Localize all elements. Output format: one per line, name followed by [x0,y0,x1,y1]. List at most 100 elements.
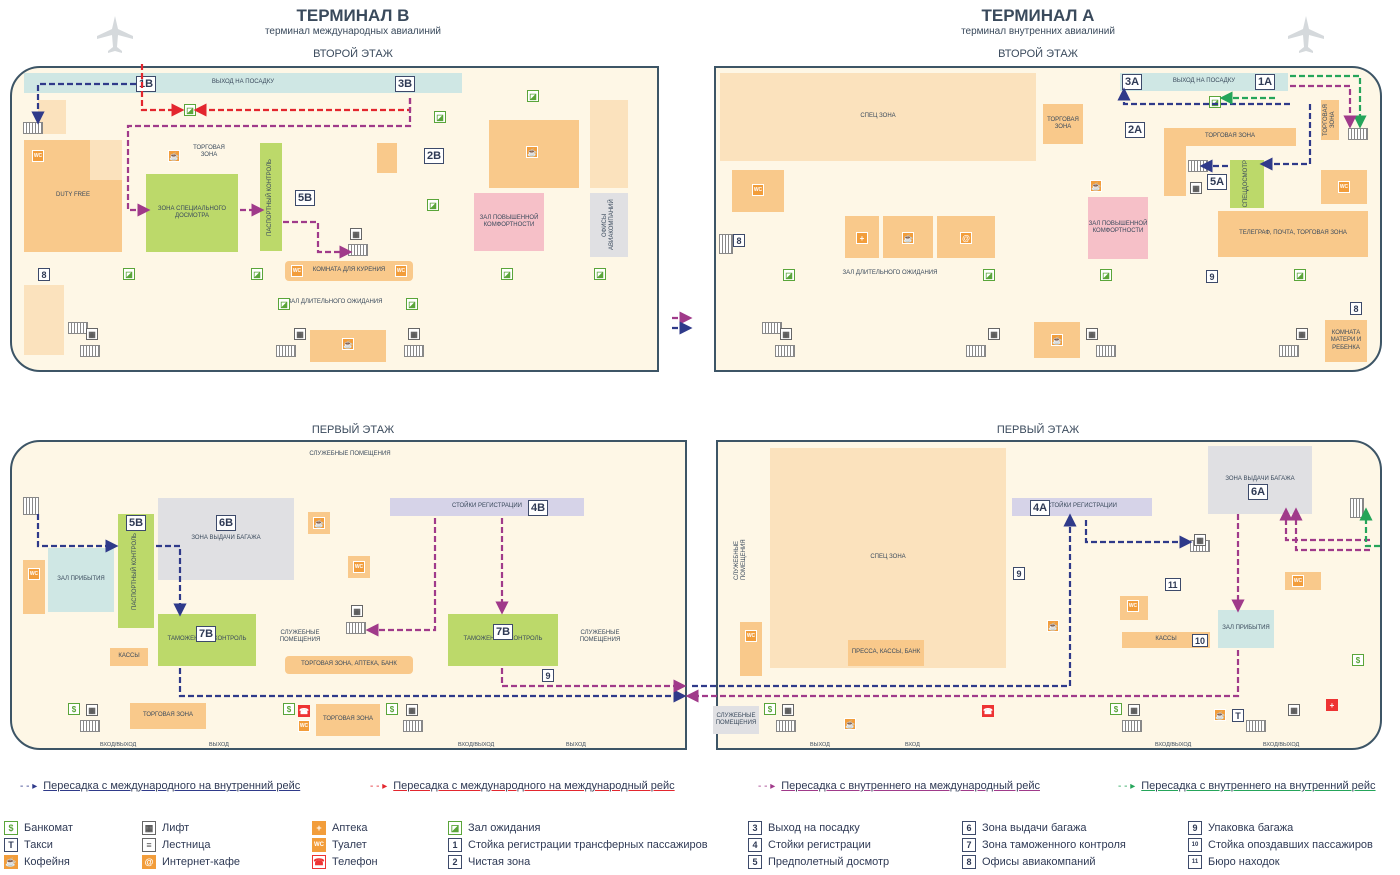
telegraph-label: ТЕЛЕГРАФ, ПОЧТА, ТОРГОВАЯ ЗОНА [1239,230,1347,237]
badge-3b[interactable]: 3B [395,76,416,92]
service-b1-label: СЛУЖЕБНЫЕ ПОМЕЩЕНИЯ [309,451,391,458]
legend-key-icon: $ [4,821,18,835]
route-b1-blue-3 [178,668,687,703]
badge-9-b1[interactable]: 9 [542,669,554,682]
legend-key-icon: @ [142,855,156,869]
legend-label: Такси [24,839,53,851]
trade-b1-bottom-left: ТОРГОВАЯ ЗОНА [130,703,206,729]
arrival-hall-a: ЗАЛ ПРИБЫТИЯ [1218,610,1274,648]
route-a1-green [1359,507,1380,548]
badge-5b[interactable]: 5B [295,190,316,206]
badge-8-b2[interactable]: 8 [38,268,50,281]
elevator-icon: ▦ [350,228,362,240]
stairs-icon [404,345,424,357]
badge-7b-right[interactable]: 7B [493,624,514,640]
waiting-hall-icon: ◪ [427,199,439,211]
a1-entrance-4[interactable]: ВХОД/ВЫХОД [1263,742,1300,748]
badge-4b[interactable]: 4B [528,500,549,516]
route-b2-purple-3 [283,220,353,259]
stairs-icon [775,345,795,357]
elevator-icon: ▦ [1086,328,1098,340]
telegraph-post-trade: ТЕЛЕГРАФ, ПОЧТА, ТОРГОВАЯ ЗОНА [1218,211,1368,257]
badge-3a[interactable]: 3A [1122,74,1143,90]
stairs-icon [1096,345,1116,357]
legend-key-icon: + [312,821,326,835]
badge-2a[interactable]: 2A [1125,122,1146,138]
first-aid-icon: + [1326,699,1338,711]
service-b1-right: СЛУЖЕБНЫЕ ПОМЕЩЕНИЯ [570,626,630,648]
toilet-icon: WC [1292,575,1304,587]
route-a1-purple-3 [1289,507,1370,552]
waiting-hall-icon: ◪ [123,268,135,280]
stairs-icon [966,345,986,357]
route-b2-red-2 [193,98,412,117]
badge-5b-b1[interactable]: 5B [126,515,147,531]
badge-10[interactable]: 10 [1192,634,1209,647]
badge-8-a2-right[interactable]: 8 [1350,302,1362,315]
toilet-icon: WC [28,568,40,580]
elevator-icon: ▦ [406,704,418,716]
badge-1a[interactable]: 1A [1255,74,1276,90]
a2-gate-strip: ВЫХОД НА ПОСАДКУ [1120,73,1288,91]
coffee-icon: ☕ [844,718,856,730]
badge-6a[interactable]: 6A [1248,484,1269,500]
smoking-room: КОМНАТА ДЛЯ КУРЕНИЯ [285,261,413,281]
badge-4a[interactable]: 4A [1030,500,1051,516]
elevator-icon: ▦ [1190,182,1202,194]
waiting-hall-icon: ◪ [594,268,606,280]
trade-pharmacy-bank: ТОРГОВАЯ ЗОНА, АПТЕКА, БАНК [285,656,413,674]
badge-9-a1[interactable]: 9 [1013,567,1025,580]
route-b1-purple [365,518,437,637]
press-bank-a: ПРЕССА, КАССЫ, БАНК [848,640,924,666]
badge-11[interactable]: 11 [1165,578,1181,591]
b2-small-block [377,143,397,173]
b1-entrance-4[interactable]: ВЫХОД [566,742,586,748]
route-arrow-icon: - - ▸ [20,780,38,792]
long-wait-a-label: ЗАЛ ДЛИТЕЛЬНОГО ОЖИДАНИЯ [842,270,938,277]
toilet-icon: WC [353,561,365,573]
waiting-hall-icon: ◪ [434,111,446,123]
legend-label: Туалет [332,839,367,851]
route-b1-blue-2 [156,544,187,617]
elevator-icon: ▦ [1296,328,1308,340]
coffee-icon: ☕ [1090,180,1102,192]
toilet-icon: WC [1338,181,1350,193]
route-label: Пересадка с международного на международ… [393,780,675,792]
route-legend-2: - - ▸ Пересадка с внутреннего на междуна… [758,780,1040,792]
coffee-icon: ☕ [526,146,538,158]
badge-2b[interactable]: 2B [424,148,445,164]
badge-8-a2-left[interactable]: 8 [733,234,745,247]
badge-6b[interactable]: 6B [216,515,237,531]
badge-5a[interactable]: 5A [1207,174,1228,190]
stairs-icon [276,345,296,357]
stairs-icon [1122,720,1142,732]
a1-entrance-3[interactable]: ВХОД/ВЫХОД [1155,742,1192,748]
b2-gate-strip: ВЫХОД НА ПОСАДКУ [24,73,462,93]
comfort-a-label: ЗАЛ ПОВЫШЕННОЙ КОМФОРТНОСТИ [1088,220,1148,234]
b1-entrance-1[interactable]: ВХОД/ВЫХОД [100,742,137,748]
badge-taxi[interactable]: T [1232,709,1244,722]
b1-entrance-2[interactable]: ВЫХОД [209,742,229,748]
badge-7b-left[interactable]: 7B [196,626,217,642]
checkin-b-label: СТОЙКИ РЕГИСТРАЦИИ [451,503,522,510]
b2-bottom-left [24,285,64,355]
b2-trade-zone: ТОРГОВАЯ ЗОНА [186,140,232,164]
service-b1-right-label: СЛУЖЕБНЫЕ ПОМЕЩЕНИЯ [579,629,621,643]
trade-pharmacy-bank-label: ТОРГОВАЯ ЗОНА, АПТЕКА, БАНК [301,661,397,668]
legend-label: Кофейня [24,856,70,868]
legend-label: Аптека [332,822,368,834]
a2-gate-label: ВЫХОД НА ПОСАДКУ [1172,78,1236,85]
long-wait-a: ЗАЛ ДЛИТЕЛЬНОГО ОЖИДАНИЯ [820,268,960,280]
a1-entrance-1[interactable]: ВЫХОД [810,742,830,748]
elevator-icon: ▦ [988,328,1000,340]
b1-entrance-3[interactable]: ВХОД/ВЫХОД [458,742,495,748]
b2-trade-zone-label: ТОРГОВАЯ ЗОНА [193,144,225,158]
elevator-icon: ▦ [86,704,98,716]
legend-label: Зал ожидания [468,822,541,834]
badge-9-a2[interactable]: 9 [1206,270,1218,283]
passport-control-b1: ПАСПОРТНЫЙ КОНТРОЛЬ [118,514,154,628]
a1-entrance-2[interactable]: ВХОД [905,742,920,748]
terminal-a-first-floor-label: ПЕРВЫЙ ЭТАЖ [996,424,1080,436]
